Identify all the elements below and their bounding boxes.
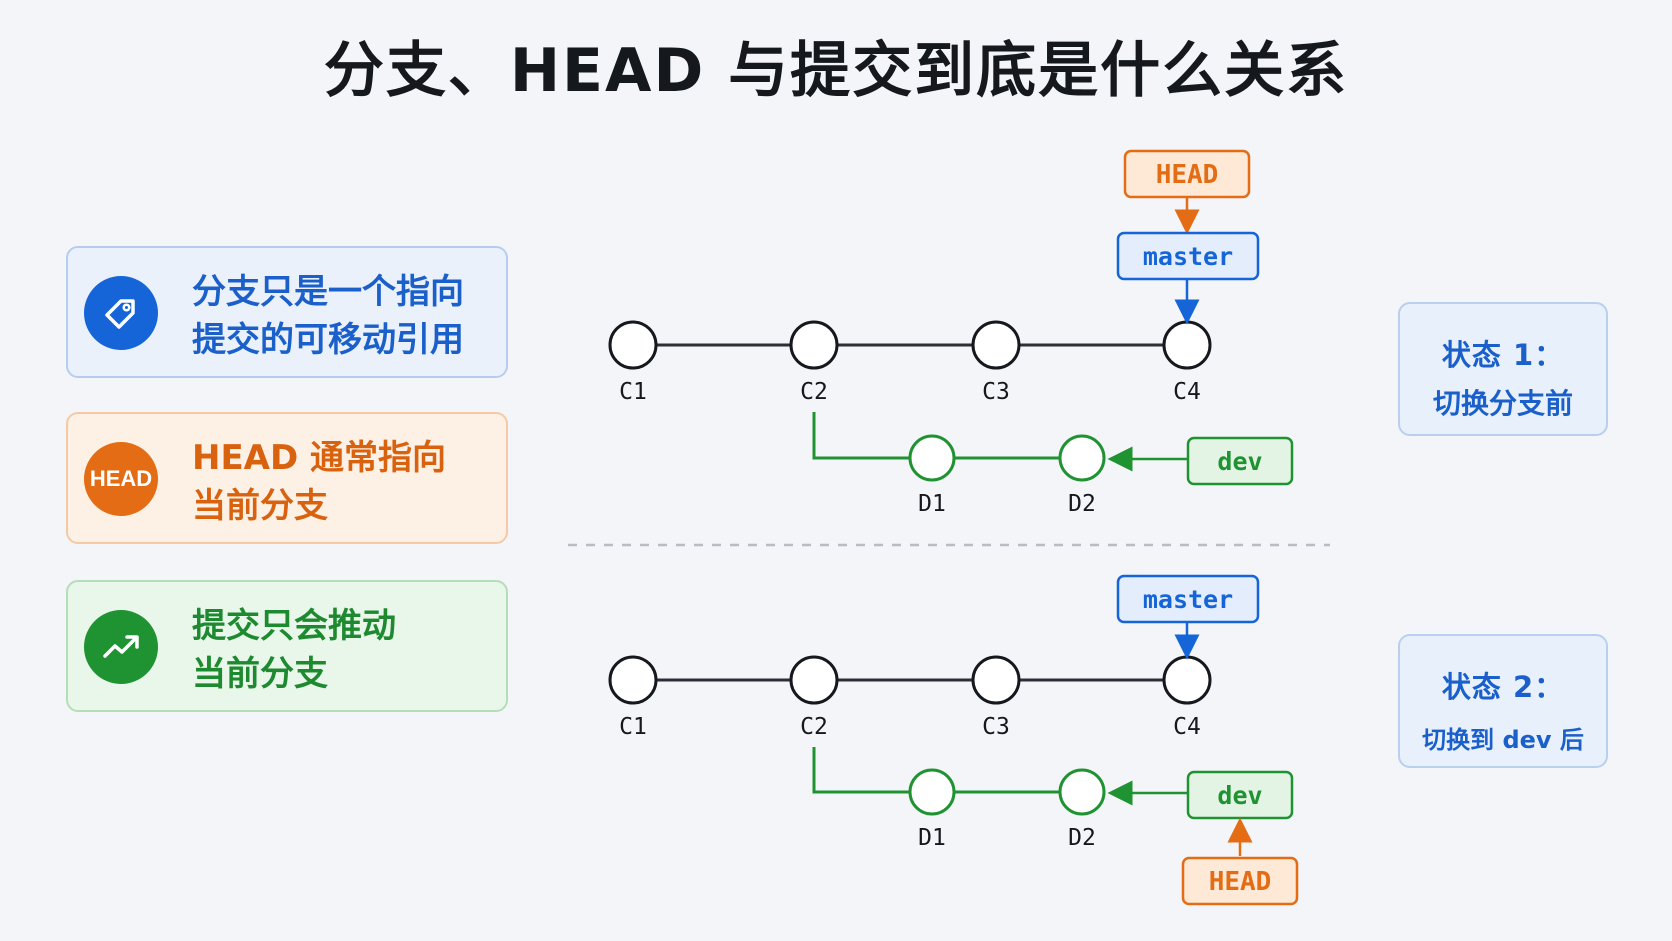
card-line: HEAD 通常指向 — [192, 438, 447, 478]
state-title: 状态 2： — [1441, 670, 1565, 704]
commit-label: C2 — [800, 714, 828, 740]
commit-node — [789, 655, 839, 705]
head-ref-label: HEAD — [1156, 160, 1219, 190]
dev-ref-label: dev — [1217, 781, 1262, 810]
commit-node — [971, 320, 1021, 370]
commit-label: D2 — [1068, 825, 1096, 851]
commit-node — [608, 655, 658, 705]
commit-label: C4 — [1173, 714, 1201, 740]
state-1-label: 状态 1： 切换分支前 — [1398, 302, 1608, 436]
commit-node — [1058, 434, 1106, 482]
commit-node — [971, 655, 1021, 705]
commit-label: C1 — [619, 379, 647, 405]
commit-node — [908, 768, 956, 816]
commit-label: C1 — [619, 714, 647, 740]
card-line: 提交只会推动 — [192, 606, 396, 646]
commit-label: D1 — [918, 491, 946, 517]
card-branch-definition: 分支只是一个指向 提交的可移动引用 — [66, 246, 508, 378]
commit-node — [908, 434, 956, 482]
card-head-definition: HEAD HEAD 通常指向 当前分支 — [66, 412, 508, 544]
commit-node — [789, 320, 839, 370]
master-ref-label: master — [1143, 242, 1233, 271]
commit-label: C2 — [800, 379, 828, 405]
state-2-label: 状态 2： 切换到 dev 后 — [1398, 634, 1608, 768]
head-badge-icon: HEAD — [84, 442, 158, 516]
state-title: 状态 1： — [1441, 338, 1565, 372]
master-ref-label: master — [1143, 585, 1233, 614]
commit-label: C3 — [982, 714, 1010, 740]
commit-node — [1162, 320, 1212, 370]
state-2-graph: C1 C2 C3 C4 D1 D2 master dev HEAD — [608, 574, 1299, 906]
commit-label: D1 — [918, 825, 946, 851]
card-commit-rule: 提交只会推动 当前分支 — [66, 580, 508, 712]
commit-node — [1162, 655, 1212, 705]
card-line: 提交的可移动引用 — [192, 320, 464, 360]
commit-label: D2 — [1068, 491, 1096, 517]
state-desc: 切换分支前 — [1432, 387, 1573, 420]
tag-icon — [84, 276, 158, 350]
dev-ref-box — [1186, 436, 1294, 486]
commit-label: C4 — [1173, 379, 1201, 405]
commit-label: C3 — [982, 379, 1010, 405]
head-ref-label: HEAD — [1209, 867, 1272, 897]
page-title: 分支、HEAD 与提交到底是什么关系 — [323, 36, 1349, 106]
commit-node — [1058, 768, 1106, 816]
master-ref-box — [1116, 574, 1260, 624]
card-line: 当前分支 — [192, 654, 328, 694]
dev-ref-label: dev — [1217, 447, 1262, 476]
card-line: 当前分支 — [192, 486, 328, 526]
trend-up-icon — [84, 610, 158, 684]
head-ref-box — [1181, 856, 1299, 906]
state-desc: 切换到 dev 后 — [1422, 726, 1584, 754]
master-ref-box — [1116, 231, 1260, 281]
commit-node — [608, 320, 658, 370]
state-1-graph: C1 C2 C3 C4 D1 D2 HEAD master dev — [608, 149, 1294, 517]
head-ref-box — [1123, 149, 1251, 199]
card-line: 分支只是一个指向 — [192, 272, 464, 312]
